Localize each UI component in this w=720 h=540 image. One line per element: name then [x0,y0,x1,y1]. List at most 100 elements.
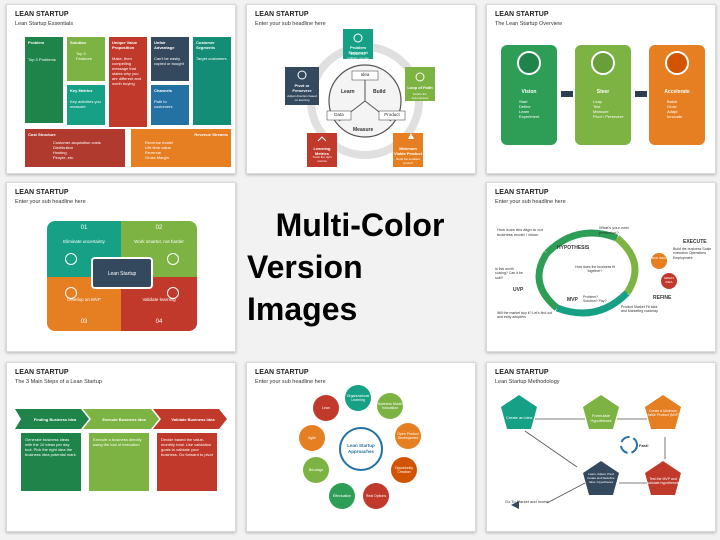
question-text: How does the business fit together? [575,265,615,274]
slide-title: LEAN STARTUP [495,189,549,196]
quadrant-icon [167,287,179,299]
connector-line [524,430,578,468]
slide-thumbnail-quadrants[interactable]: LEAN STARTUP Enter your sub headline her… [6,182,236,352]
cycle-diagram [535,229,677,317]
pivot-node [285,67,319,105]
step-label: Execute Business Idea [102,417,146,422]
loop-of-faith-text: Define the assumptions [411,92,429,100]
accelerate-item: Innovate [667,114,683,119]
segments-text: Target customers [196,56,227,61]
quadrant-label: Eliminate uncertainty [63,239,105,244]
hypothesis-label: HYPOTHESIS [557,245,590,251]
slide-thumbnail-approaches[interactable]: LEAN STARTUP Enter your sub headline her… [246,362,476,532]
quadrant-label: Work smarter, not harder [134,239,184,244]
cost-item: Distribution [53,145,74,150]
accelerate-item: Adapt [667,109,678,114]
vision-item: Experiment [519,114,540,119]
binoculars-icon [415,72,425,82]
revenue-items: Revenue model Life time value Revenue Gr… [131,140,231,160]
steps-arrows [15,409,227,429]
pivot-label: Pivot or Persevere [292,83,312,93]
slide-title: LEAN STARTUP [255,369,309,376]
approach-node: Opportunity Creation [391,457,417,483]
cycle-arrow [544,229,619,256]
slide-subtitle: Enter your sub headline here [255,379,326,385]
steer-item: Leap [593,99,602,104]
slide-thumbnail-lean-canvas[interactable]: LEAN STARTUP Lean Startup Essentials Pro… [6,4,236,174]
quadrant-label: Validate learning [142,297,176,302]
eye-icon [517,51,541,75]
quadrant-number: 04 [155,319,163,325]
slide-thumbnail-three-steps[interactable]: LEAN STARTUP The 3 Main Steps of a Lean … [6,362,236,532]
slide-subtitle: Lean Startup Essentials [15,21,74,27]
approach-label: Effectuation [332,493,352,498]
vision-item: Define [519,104,531,109]
mvp-node [393,133,423,167]
learning-metrics-label: Learning Metrics [313,146,331,156]
step-label: Create a Minimum Viable Product (MVP) [646,409,680,418]
mvp-label: Minimum Viable Product [394,146,422,156]
center-box: Lean Startup [91,257,153,289]
cycle-arrow [614,235,639,295]
bad-idea-circle [651,253,667,269]
step-label: Test the MVP and validate hypotheses [647,477,679,486]
approach-label: Opportunity Creation [394,465,414,474]
slide-thumbnail-build-measure-learn[interactable]: LEAN STARTUP Enter your sub headline her… [246,4,476,174]
pentagon-node [583,395,619,429]
uvp-box: Unique Value Proposition Make, then comp… [109,37,147,127]
step-detail-text: Decide based the value-monthly total. Us… [161,437,213,457]
question-text: What's your next prediction? [599,225,629,235]
approach-node: Open Product Development [395,423,421,449]
solution-text: Top 3 Features [76,51,92,61]
accelerate-item: Grow [667,104,677,109]
slide-thumbnail-hypothesis-cycle[interactable]: LEAN STARTUP Enter your sub headline her… [486,182,716,352]
metrics-box: Key Metrics Key activities you measure [67,85,105,125]
step-label: Finding Business Idea [33,417,77,422]
solution-label: Solution [70,40,86,45]
cost-item: Customer acquisition costs [53,140,101,145]
slide-thumbnail-methodology[interactable]: LEAN STARTUP Lean Startup Methodology Cr… [486,362,716,532]
chart-icon [317,136,327,142]
learn-label: Learn [341,89,355,95]
refine-note: Product Market Fit Idea and Marketing ro… [621,305,658,314]
revenue-streams-box: Revenue Streams Revenue model Life time … [131,129,231,167]
approach-node: Business Model Innovation [377,393,403,419]
speedometer-icon [665,51,689,75]
arrow-icon [635,91,647,97]
cost-item: People, etc. [53,155,75,160]
uvp-label: Unique Value Proposition [112,40,138,50]
slide-subtitle: Enter your sub headline here [495,199,566,205]
slide-thumbnail-overview[interactable]: LEAN STARTUP The Lean Startup Overview V… [486,4,716,174]
uvp-text: Make, then compelling message that state… [112,56,142,86]
revenue-label: Revenue Streams [194,132,228,137]
idea-label: Idea [360,72,370,77]
slide-title: LEAN STARTUP [15,189,69,196]
methodology-diagram [501,395,681,509]
mvp-text: Build the smallest product [396,157,420,165]
approach-label: Agile [308,435,316,440]
center-label: Lean Startup [107,271,137,277]
advantage-text: Can't be easily copied or bought [154,56,184,66]
center-headline: Multi-Color Version Images [247,182,473,352]
rocket-icon [408,133,414,139]
cycle-arrow [535,251,560,311]
step-detail-box: Decide based the value-monthly total. Us… [157,433,217,491]
steer-label: Steer [596,89,610,95]
approach-label: Bricolage [308,467,324,472]
problem-label: Problem [28,40,45,45]
question-text: Will the market buy it? Let's find out a… [497,311,553,320]
accelerate-item: Batch [667,99,678,104]
approach-label: Real Options [365,493,387,498]
step-arrow [83,409,159,429]
step-detail-box: Execute a business directly using the to… [89,433,149,491]
problem-statement-label: Problem Statement [348,45,368,55]
slide-subtitle: Lean Startup Methodology [495,379,560,385]
advantage-label: Unfair Advantage [154,40,175,50]
metrics-text: Key activities you measure [70,99,101,109]
problem-statement-text: Explain the problem you are solving [347,52,369,64]
step-arrow [15,409,89,429]
slide-subtitle: The Lean Startup Overview [495,21,562,27]
segments-box: Customer Segments Target customers [193,37,231,125]
channels-label: Channels [154,88,173,93]
